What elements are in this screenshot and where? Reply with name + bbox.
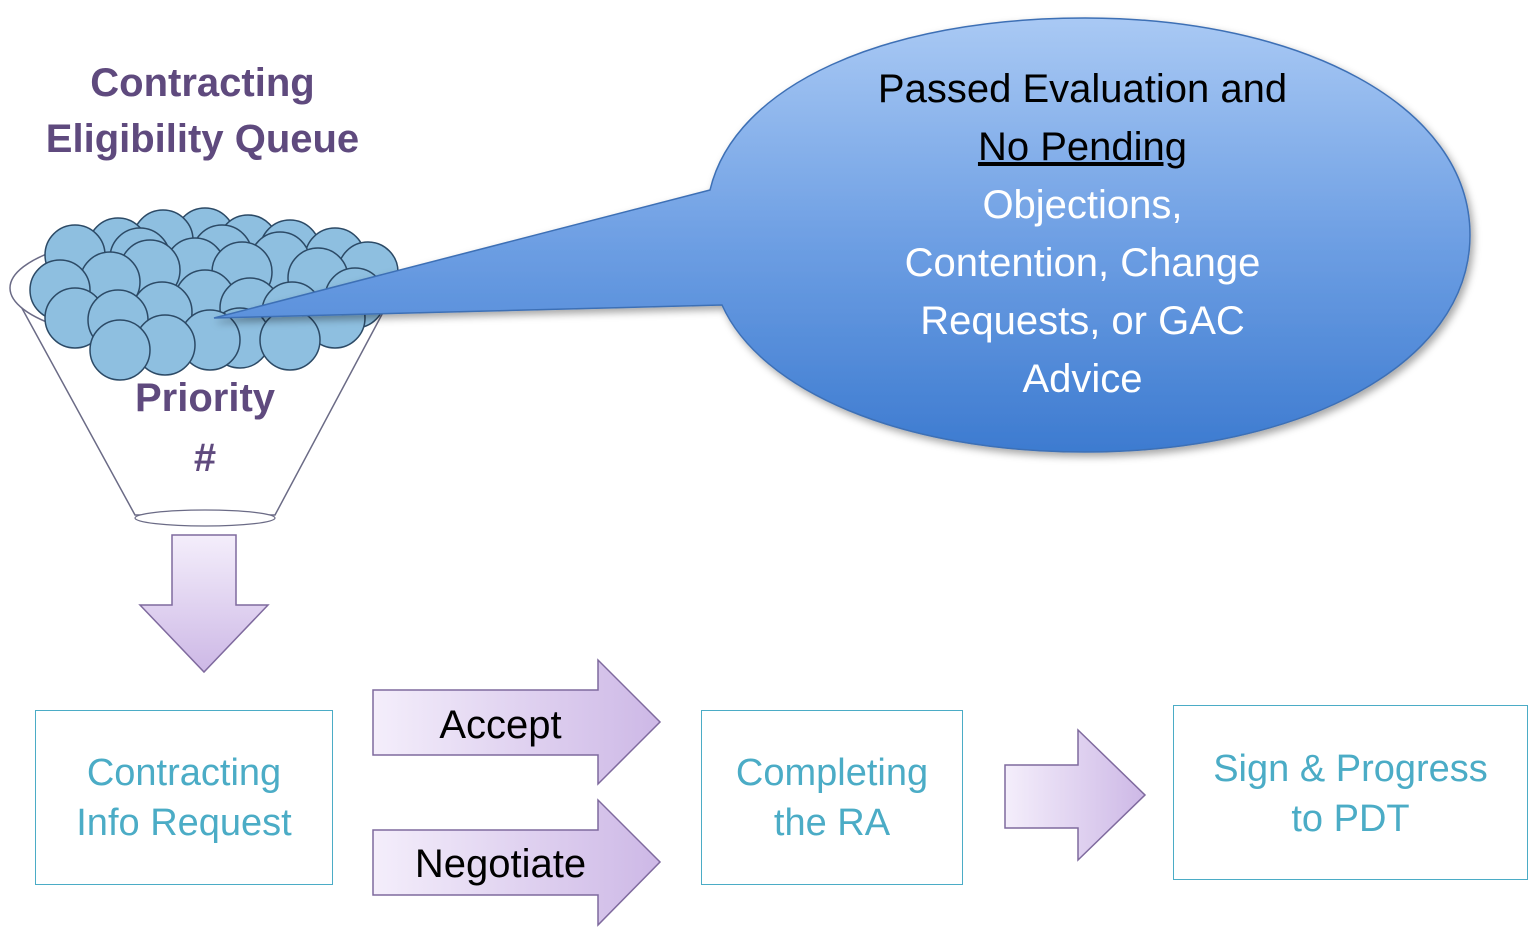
queue-item [259,309,321,371]
down-arrow [138,534,270,674]
step-info-request-line1: Contracting [86,751,282,794]
callout-bubble [213,17,1471,453]
priority-line1: Priority [134,376,276,420]
callout-line5: Requests, or GAC [920,299,1245,343]
negotiate-label: Negotiate [414,842,587,886]
negotiate-arrow [372,798,662,927]
callout-line6: Advice [1022,357,1143,401]
callout-line1: Passed Evaluation and [877,67,1288,111]
priority-label: Priority # [105,368,305,488]
queue-item [89,319,151,381]
accept-arrow [372,658,662,786]
queue-title-line1: Contracting [90,61,315,105]
step-completing-line1: Completing [735,751,929,794]
priority-line2: # [193,436,217,480]
step-sign-line2: to PDT [1291,798,1410,840]
callout-line4: Contention, Change [904,241,1261,285]
step-sign-line1: Sign & Progress [1213,748,1488,790]
callout-line3: Objections, [982,183,1183,227]
queue-title-line2: Eligibility Queue [45,117,360,161]
step-info-request-line2: Info Request [76,801,292,844]
callout-line2: No Pending [977,125,1188,169]
callout-text: Passed Evaluation and No Pending Objecti… [800,60,1365,408]
accept-label: Accept [439,703,562,747]
step-completing-line2: the RA [773,801,891,844]
step-completing-ra: Completing the RA [701,710,963,885]
queue-title: Contracting Eligibility Queue [0,55,405,167]
step-info-request: Contracting Info Request [35,710,333,885]
queue-items [29,207,399,381]
step-sign-progress: Sign & Progress to PDT [1173,705,1528,880]
next-step-arrow [1004,728,1147,862]
